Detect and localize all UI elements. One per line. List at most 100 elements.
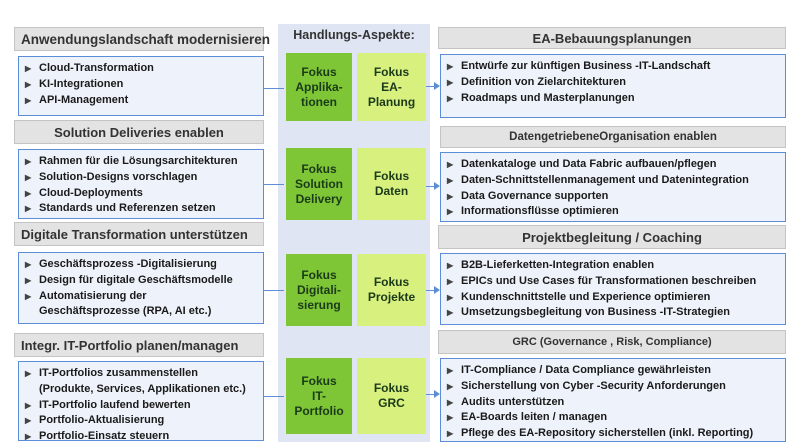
list-item-text: Cloud-Deployments xyxy=(39,186,143,199)
left-box-2: ▶ Geschäftsprozess -Digitalisierung ▶Desig… xyxy=(18,252,264,324)
right-header-1: DatengetriebeneOrganisation enablen xyxy=(440,126,786,148)
bullet-icon: ▶ xyxy=(25,400,32,410)
bullet-icon: ▶ xyxy=(25,260,32,269)
list-item-text: Pflege des EA-Repository sicherstellen (… xyxy=(461,427,754,440)
bullet-icon: ▶ xyxy=(447,397,454,407)
right.3-item: ▶IT-Compliance / Data Compliance gewährl… xyxy=(447,363,779,379)
list-item-text: Audits unterstützen xyxy=(461,395,565,408)
list-item-text: EPICs und Use Cases für Transformationen… xyxy=(461,274,757,287)
right.3-item: ▶Pflege des EA-Repository sicherstellen … xyxy=(447,426,779,442)
right.0-item: ▶Roadmaps und Masterplanungen xyxy=(447,91,779,107)
bullet-icon: ▶ xyxy=(25,432,32,442)
center-title: Handlungs-Aspekte: xyxy=(293,28,415,42)
list-item-text: Sicherstellung von Cyber -Security Anfor… xyxy=(461,379,726,392)
right-box-3: ▶IT-Compliance / Data Compliance gewährl… xyxy=(440,358,786,442)
right-box-2: ▶B2B-Lieferketten-Integration enablen▶EP… xyxy=(440,253,786,325)
bullet-icon: ▶ xyxy=(25,64,32,73)
list-item-text: Datenkataloge und Data Fabric aufbauen/p… xyxy=(461,158,717,170)
focus-applikationen: Fokus Applika- tionen xyxy=(286,53,352,121)
bullet-icon: ▶ xyxy=(447,366,454,375)
bullet-icon: ▶ xyxy=(25,291,32,301)
connector-left-1 xyxy=(264,184,284,185)
right.2-item: ▶ Umsetzungsbegleitung von Business -IT-S… xyxy=(447,305,779,321)
right.2-item: ▶ EPICs und Use Cases für Transformatione… xyxy=(447,274,779,290)
arrow-right-2-icon xyxy=(434,286,440,294)
bullet-icon: ▶ xyxy=(447,276,454,286)
left.3-item: ▶IT-Portfolios zusammenstellen (Produkte… xyxy=(25,366,257,398)
right.2-item: ▶B2B-Lieferketten-Integration enablen xyxy=(447,258,779,274)
right.1-item: ▶Data Governance supporten xyxy=(447,189,779,205)
right.1-item: ▶ Informationsflüsse optimieren xyxy=(447,204,779,220)
left-box-1: ▶ Rahmen für die Lösungsarchitekturen ▶ Sol… xyxy=(18,149,264,219)
left-box-3: ▶IT-Portfolios zusammenstellen (Produkte… xyxy=(18,361,264,443)
list-item-text: Rahmen für die Lösungsarchitekturen xyxy=(39,155,238,167)
right-box-1: ▶ Datenkataloge und Data Fabric aufbauen/… xyxy=(440,152,786,222)
left-header-2: Digitale Transformation unterstützen xyxy=(14,222,264,246)
bullet-icon: ▶ xyxy=(25,79,32,89)
right-box-0: ▶Entwürfe zur künftigen Business -IT-Lan… xyxy=(440,54,786,118)
right.2-item: ▶Kundenschnittstelle und Experience opti… xyxy=(447,290,779,306)
list-item-text: Geschäftsprozess -Digitalisierung xyxy=(39,258,217,270)
list-item-text: Daten-Schnittstellenmanagement und Daten… xyxy=(461,173,749,186)
bullet-icon: ▶ xyxy=(25,369,32,378)
bullet-icon: ▶ xyxy=(25,172,32,182)
list-item-text: KI-Integrationen xyxy=(39,77,124,90)
left.1-item: ▶ Standards und Referenzen setzen xyxy=(25,201,257,217)
left.3-item: ▶ Portfolio-Aktualisierung xyxy=(25,413,257,429)
right-header-0: EA-Bebauungsplanungen xyxy=(438,27,786,49)
left.0-item: ▶ KI-Integrationen xyxy=(25,77,257,93)
right-header-2: Projektbegleitung / Coaching xyxy=(438,225,786,249)
left.2-item: ▶ Automatisierung der Geschäftsprozesse (… xyxy=(25,289,257,321)
connector-left-2 xyxy=(264,290,284,291)
list-item-text: Umsetzungsbegleitung von Business -IT-St… xyxy=(461,306,730,319)
bullet-icon: ▶ xyxy=(25,157,32,166)
list-item-text: Portfolio-Einsatz steuern xyxy=(39,430,170,443)
bullet-icon: ▶ xyxy=(447,381,454,391)
bullet-icon: ▶ xyxy=(447,413,454,423)
focus-daten: Fokus Daten xyxy=(357,148,426,220)
left.2-item: ▶Design für digitale Geschäftsmodelle xyxy=(25,273,257,289)
bullet-icon: ▶ xyxy=(447,160,454,169)
arrow-right-0-icon xyxy=(434,82,440,90)
list-item-text: EA-Boards leiten / managen xyxy=(461,411,608,424)
bullet-icon: ▶ xyxy=(25,275,32,285)
bullet-icon: ▶ xyxy=(25,188,32,198)
left.0-item: ▶API-Management xyxy=(25,93,257,109)
left.2-item: ▶ Geschäftsprozess -Digitalisierung xyxy=(25,257,257,273)
connector-right-3 xyxy=(424,394,436,395)
left.3-item: ▶IT-Portfolio laufend bewerten xyxy=(25,398,257,414)
list-item-text: Solution-Designs vorschlagen xyxy=(39,170,198,183)
right.3-item: ▶ Audits unterstützen xyxy=(447,395,779,411)
bullet-icon: ▶ xyxy=(447,308,454,318)
focus-solution-delivery: Fokus Solution Delivery xyxy=(286,148,352,220)
list-item-text: Data Governance supporten xyxy=(461,189,609,202)
bullet-icon: ▶ xyxy=(447,207,454,217)
focus-grc: Fokus GRC xyxy=(357,358,426,434)
list-item-text: API-Management xyxy=(39,93,129,106)
list-item-text: Portfolio-Aktualisierung xyxy=(39,414,165,427)
bullet-icon: ▶ xyxy=(447,292,454,302)
connector-right-0 xyxy=(424,86,436,87)
bullet-icon: ▶ xyxy=(25,204,32,214)
left-header-1: Solution Deliveries enablen xyxy=(14,120,264,144)
bullet-icon: ▶ xyxy=(447,261,454,270)
left-header-0: Anwendungslandschaft modernisieren xyxy=(14,27,270,51)
focus-projekte: Fokus Projekte xyxy=(357,254,426,326)
bullet-icon: ▶ xyxy=(25,416,32,426)
connector-right-2 xyxy=(424,290,436,291)
right-header-3: GRC (Governance , Risk, Compliance) xyxy=(438,330,786,354)
right.0-item: ▶Definition von Zielarchitekturen xyxy=(447,75,779,91)
arrow-right-3-icon xyxy=(434,390,440,398)
list-item-text: Informationsflüsse optimieren xyxy=(461,205,619,218)
left.1-item: ▶ Solution-Designs vorschlagen xyxy=(25,170,257,186)
right.3-item: ▶ EA-Boards leiten / managen xyxy=(447,410,779,426)
focus-it-portfolio: Fokus IT- Portfolio xyxy=(286,358,352,434)
focus-ea-planung: Fokus EA- Planung xyxy=(357,53,426,121)
list-item-text: Automatisierung der Geschäftsprozesse (R… xyxy=(39,289,212,318)
list-item-text: Roadmaps und Masterplanungen xyxy=(461,91,635,104)
list-item-text: Standards und Referenzen setzen xyxy=(39,202,216,215)
connector-left-3 xyxy=(264,396,284,397)
bullet-icon: ▶ xyxy=(447,62,454,71)
left.0-item: ▶Cloud-Transformation xyxy=(25,61,257,77)
connector-left-0 xyxy=(264,88,284,89)
